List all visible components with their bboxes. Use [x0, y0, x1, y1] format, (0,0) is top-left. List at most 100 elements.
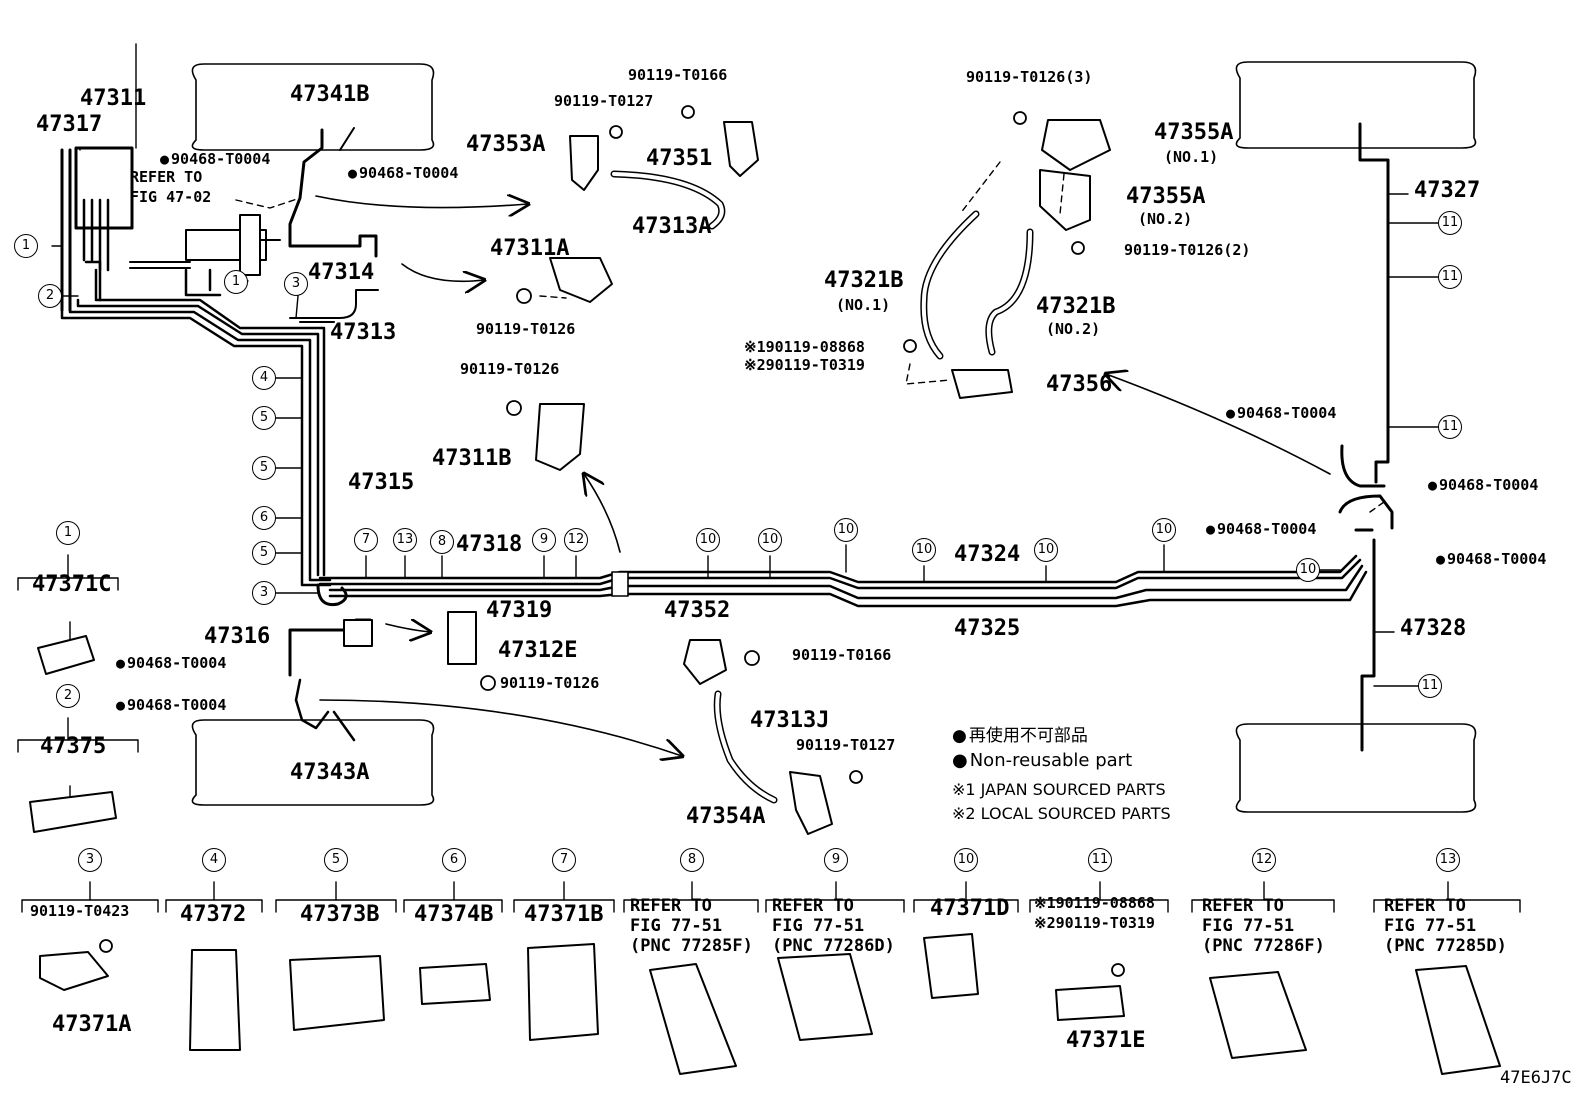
label-90119-T0126-b: 90119-T0126 — [460, 360, 560, 378]
label-90468-f: 90468-T0004 — [1428, 478, 1538, 493]
callout: 11 — [1418, 674, 1442, 698]
clip-legend-text: REFER TO — [1384, 896, 1466, 916]
clip-legend-text: (PNC 77285D) — [1384, 936, 1507, 956]
callout: 6 — [252, 506, 276, 530]
clip-legend-callout: 13 — [1436, 848, 1460, 872]
label-47352: 47352 — [664, 598, 731, 623]
clip-legend-parts — [29, 635, 1501, 1075]
clip-legend-brackets — [17, 554, 1521, 913]
legend-nonreusable-jp: 再使用不可部品 — [952, 728, 1088, 745]
callout: 9 — [532, 528, 556, 552]
clip-legend-callout: 10 — [954, 848, 978, 872]
label-47312E: 47312E — [498, 638, 578, 663]
label-47351: 47351 — [646, 146, 713, 171]
clip-legend-text: (PNC 77285F) — [630, 936, 753, 956]
clip-legend-text: 47371D — [930, 896, 1010, 921]
label-47355A-1: 47355A — [1154, 120, 1234, 145]
callout: 12 — [564, 528, 588, 552]
label-90119-T0166: 90119-T0166 — [628, 66, 728, 84]
clip-legend-text: 90119-T0423 — [30, 902, 130, 920]
label-47311A: 47311A — [490, 236, 570, 261]
label-47327: 47327 — [1414, 178, 1481, 203]
label-90119-T0126-a: 90119-T0126 — [476, 320, 576, 338]
label-no1: (NO.1) — [1164, 148, 1219, 166]
flexible-hose-47321B-core — [921, 212, 1032, 358]
clip-legend-text: (PNC 77286F) — [1202, 936, 1325, 956]
label-47313J: 47313J — [750, 708, 830, 733]
clip-legend-callout: 3 — [78, 848, 102, 872]
callout: 11 — [1438, 211, 1462, 235]
label-47311B: 47311B — [432, 446, 512, 471]
detail-box-bottom-right — [1235, 723, 1477, 813]
clip-legend-text: 47373B — [300, 902, 380, 927]
legend-nonreusable-en: Non-reusable part — [952, 752, 1132, 770]
dashed-leaders — [235, 161, 1385, 513]
label-90119-T0127: 90119-T0127 — [554, 92, 654, 110]
callout: 10 — [758, 528, 782, 552]
tube-47327-47328 — [1338, 122, 1394, 752]
label-90119-T0126-2: 90119-T0126(2) — [1124, 241, 1251, 259]
legend-note2: ※2 LOCAL SOURCED PARTS — [952, 804, 1171, 823]
clip-legend-text: FIG 77-51 — [1202, 916, 1295, 936]
flexible-hose-47313J-core — [715, 692, 776, 802]
clip-legend-text: 47372 — [180, 902, 247, 927]
label-47328: 47328 — [1400, 616, 1467, 641]
label-47343A: 47343A — [290, 760, 370, 785]
callout: 10 — [1152, 518, 1176, 542]
label-47325: 47325 — [954, 616, 1021, 641]
label-47356: 47356 — [1046, 372, 1113, 397]
label-90468-c: 90468-T0004 — [116, 656, 226, 671]
label-47354A: 47354A — [686, 804, 766, 829]
clip-legend-text: REFER TO — [630, 896, 712, 916]
clip-legend-text: FIG 77-51 — [1384, 916, 1477, 936]
label-90468-a: 90468-T0004 — [160, 152, 270, 167]
clip-legend-text: ※290119-T0319 — [1034, 914, 1155, 932]
clip-legend-text: REFER TO — [772, 896, 854, 916]
label-90468-b: 90468-T0004 — [348, 166, 458, 181]
clip-legend-text: (PNC 77286D) — [772, 936, 895, 956]
clip-legend-subpart: 47371E — [1066, 1028, 1146, 1053]
clip-legend-callout: 9 — [824, 848, 848, 872]
bolt-icons — [99, 105, 1125, 977]
detail-box-47341B — [191, 63, 435, 151]
clip-legend-subpart: 47371A — [52, 1012, 132, 1037]
callout: 13 — [393, 528, 417, 552]
clip-legend-callout: 6 — [442, 848, 466, 872]
label-47319: 47319 — [486, 598, 553, 623]
clip-legend-callout: 2 — [56, 684, 80, 708]
tube-47341B — [288, 127, 378, 258]
clip-legend-text: 47371C — [32, 572, 112, 597]
clip-legend-text: 47374B — [414, 902, 494, 927]
label-47321B-2: 47321B — [1036, 294, 1116, 319]
label-47353A: 47353A — [466, 132, 546, 157]
diagram-code: 47E6J7C — [1500, 1068, 1572, 1088]
brake-tube-bundle-lower — [318, 554, 1368, 608]
label-90468-g: 90468-T0004 — [1206, 522, 1316, 537]
clip-legend-callout: 12 — [1252, 848, 1276, 872]
label-90119-T0126-3: 90119-T0126(3) — [966, 68, 1093, 86]
callout: 4 — [252, 366, 276, 390]
tube-47343A — [294, 678, 356, 742]
legend-note1: ※1 JAPAN SOURCED PARTS — [952, 780, 1166, 799]
flexible-hose-47313A-core — [612, 172, 724, 228]
master-cylinder-block — [60, 146, 281, 312]
leader-lines — [51, 43, 1439, 687]
label-47311: 47311 — [80, 86, 147, 111]
brake-tube-bundle-left — [60, 260, 379, 587]
clip-legend-callout: 11 — [1088, 848, 1112, 872]
arrow-icons — [315, 196, 1331, 756]
flexible-hose-47321B — [920, 210, 1034, 360]
label-47314: 47314 — [308, 260, 375, 285]
label-no2: (NO.2) — [1138, 210, 1193, 228]
callout: 11 — [1438, 415, 1462, 439]
callout: 3 — [252, 581, 276, 605]
label-s1-08868: ※190119-08868 — [744, 338, 865, 356]
callout: 1 — [14, 234, 38, 258]
label-47313A: 47313A — [632, 214, 712, 239]
clip-legend-text: 47371B — [524, 902, 604, 927]
callout: 8 — [430, 530, 454, 554]
label-47313: 47313 — [330, 320, 397, 345]
callout: 1 — [224, 270, 248, 294]
